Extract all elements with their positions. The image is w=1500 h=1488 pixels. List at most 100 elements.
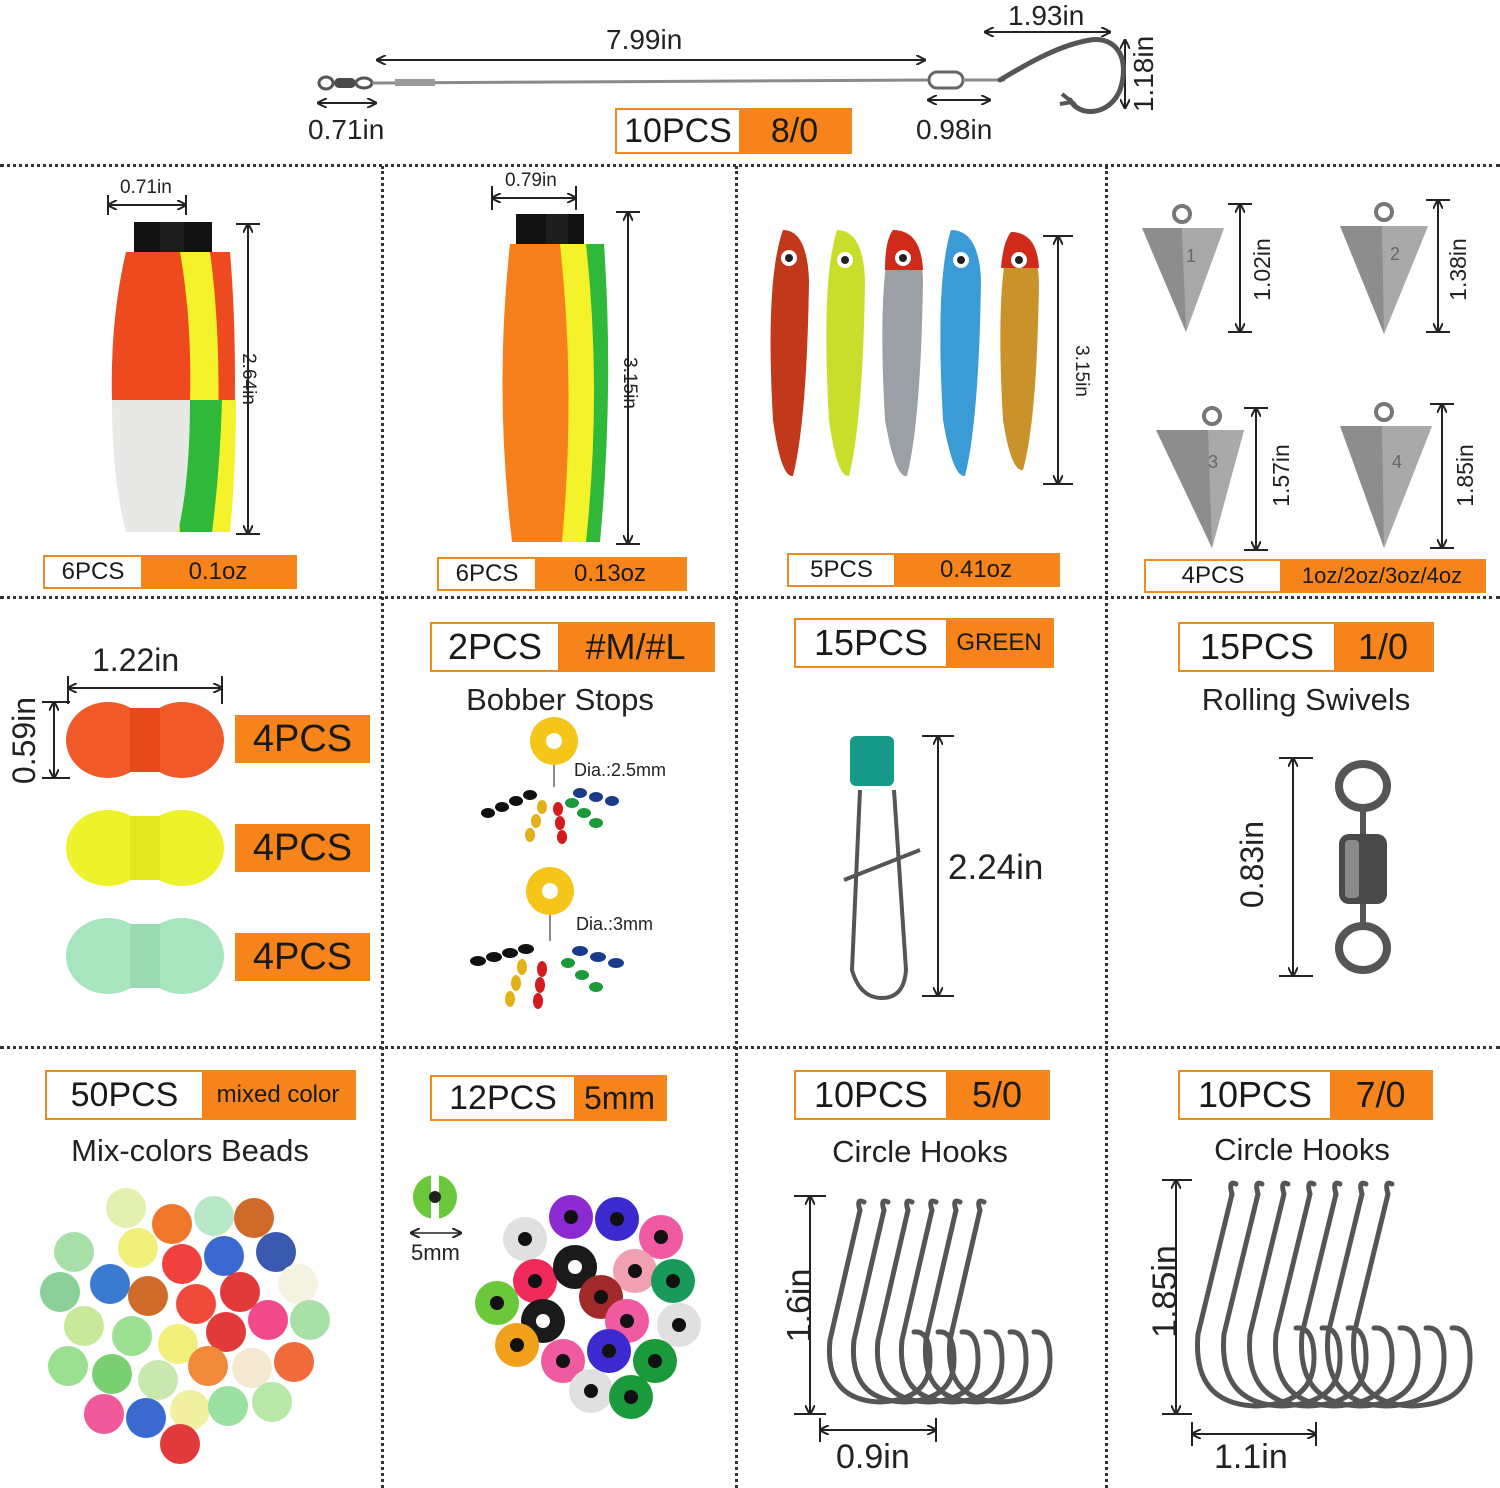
swivels-badge: 15PCS 1/0 <box>1178 622 1434 672</box>
peg-floats-height-label: 0.59in <box>6 696 43 785</box>
divider-col-1 <box>381 166 384 1488</box>
hooks-small-illustration <box>794 1195 1053 1442</box>
hooks-small-height-label: 1.6in <box>780 1268 819 1343</box>
hooks-large-badge: 10PCS 7/0 <box>1178 1070 1433 1120</box>
eye-beads-illustration <box>405 1175 701 1419</box>
lures-illustration <box>770 230 1073 485</box>
floats-a-illustration <box>107 195 260 535</box>
divider-row-1 <box>0 164 1500 167</box>
leader-badge: 10PCS 8/0 <box>615 108 852 154</box>
hooks-large-illustration <box>1162 1179 1473 1446</box>
leader-badge-spec: 8/0 <box>739 110 850 152</box>
lures-badge-spec: 0.41oz <box>894 555 1058 585</box>
leader-hook-height-label: 1.18in <box>1128 35 1160 113</box>
sinker-1 <box>1142 203 1252 333</box>
bobber-stop-dia-1: Dia.:2.5mm <box>574 760 667 780</box>
hooks-small-width-label: 0.9in <box>836 1438 910 1476</box>
sinker-4 <box>1340 402 1454 549</box>
sinker-2-number: 2 <box>1390 244 1401 264</box>
sinkers-badge-qty: 4PCS <box>1146 561 1280 591</box>
peg-floats-width-label: 1.22in <box>92 642 180 678</box>
leader-sleeve-label: 0.98in <box>916 114 993 145</box>
mixed-bead-pile <box>40 1188 330 1464</box>
bobber-stop-dia-2: Dia.:3mm <box>576 914 654 934</box>
bobber-stops-badge-qty: 2PCS <box>432 624 558 670</box>
peg-floats-illustration <box>42 676 224 994</box>
floats-b-illustration <box>491 186 640 545</box>
lure-silver <box>882 230 923 477</box>
bobber-stops-badge-spec: #M/#L <box>558 624 713 670</box>
hooks-large-badge-qty: 10PCS <box>1180 1072 1330 1118</box>
leader-swivel-label: 0.71in <box>308 114 385 145</box>
peg-float-green <box>66 918 224 994</box>
floats-b-height-label: 3.15in <box>618 357 640 409</box>
bobber-stops-title: Bobber Stops <box>466 682 654 717</box>
floats-b-badge-spec: 0.13oz <box>535 559 685 589</box>
bobber-stops-illustration <box>470 717 624 1009</box>
snaps-badge: 15PCS GREEN <box>794 618 1054 668</box>
hooks-small-badge: 10PCS 5/0 <box>794 1070 1050 1120</box>
sinker-2-size: 1.38in <box>1444 238 1471 301</box>
sinkers-illustration <box>1142 199 1454 551</box>
peg-float-count-3: 4PCS <box>235 933 370 981</box>
hooks-small-set <box>826 1198 1053 1405</box>
hooks-large-set <box>1194 1180 1473 1409</box>
sinker-1-number: 1 <box>1186 246 1197 266</box>
bobber-stops-badge: 2PCS #M/#L <box>430 622 715 672</box>
sinker-3 <box>1156 406 1268 551</box>
floats-a-height-label: 2.64in <box>237 353 259 405</box>
eye-beads-badge-qty: 12PCS <box>432 1077 574 1119</box>
peg-float-count-2: 4PCS <box>235 824 370 872</box>
divider-row-2 <box>0 596 1500 599</box>
sinker-3-size: 1.57in <box>1267 444 1294 507</box>
hooks-large-title: Circle Hooks <box>1214 1132 1390 1167</box>
lure-blue <box>940 230 981 477</box>
mixed-beads-title: Mix-colors Beads <box>71 1133 309 1168</box>
hooks-large-width-label: 1.1in <box>1214 1438 1288 1476</box>
sinker-3-number: 3 <box>1208 452 1219 472</box>
leader-badge-qty: 10PCS <box>617 110 739 152</box>
floats-a-width-label: 0.71in <box>120 177 172 198</box>
snaps-badge-spec: GREEN <box>946 620 1052 666</box>
leader-illustration <box>0 0 1500 114</box>
sinker-1-size: 1.02in <box>1248 238 1275 301</box>
sinker-2 <box>1340 199 1450 334</box>
divider-row-3 <box>0 1046 1500 1049</box>
peg-float-count-1: 4PCS <box>235 715 370 763</box>
lures-height-label: 3.15in <box>1070 345 1092 397</box>
eye-beads-badge-spec: 5mm <box>574 1077 665 1119</box>
swivels-title: Rolling Swivels <box>1201 682 1411 717</box>
bobber-stop-set-1 <box>481 717 619 844</box>
leader-hook-width-label: 1.93in <box>1008 0 1085 31</box>
snaps-height-label: 2.24in <box>948 848 1044 887</box>
floats-b-badge-qty: 6PCS <box>439 559 535 589</box>
eye-beads-size-label: 5mm <box>411 1240 460 1265</box>
swivel-illustration <box>1279 757 1391 977</box>
mixed-beads-badge-qty: 50PCS <box>47 1072 202 1118</box>
swivels-height-label: 0.83in <box>1234 820 1271 909</box>
hooks-small-badge-qty: 10PCS <box>796 1072 946 1118</box>
peg-float-orange <box>66 702 224 778</box>
divider-col-2 <box>735 166 738 1488</box>
hooks-small-title: Circle Hooks <box>832 1134 1008 1169</box>
swivels-badge-qty: 15PCS <box>1180 624 1334 670</box>
eye-bead-sample <box>411 1175 461 1233</box>
hooks-large-badge-spec: 7/0 <box>1330 1072 1431 1118</box>
sinkers-badge-spec: 1oz/2oz/3oz/4oz <box>1280 561 1484 591</box>
leader-length-label: 7.99in <box>606 24 683 55</box>
eye-beads-badge: 12PCS 5mm <box>430 1075 667 1121</box>
mixed-beads-badge-spec: mixed color <box>202 1072 354 1118</box>
bobber-stop-set-2 <box>470 867 624 1009</box>
lure-yellow <box>826 230 865 477</box>
mixed-beads-illustration <box>40 1188 330 1464</box>
sinker-4-size: 1.85in <box>1451 444 1478 507</box>
peg-float-yellow <box>66 810 224 886</box>
hooks-large-height-label: 1.85in <box>1145 1245 1184 1338</box>
mixed-beads-badge: 50PCS mixed color <box>45 1070 356 1120</box>
snap-illustration <box>843 735 954 1001</box>
floats-a-badge: 6PCS 0.1oz <box>43 555 297 589</box>
snaps-badge-qty: 15PCS <box>796 620 946 666</box>
lures-badge-qty: 5PCS <box>789 555 894 585</box>
lure-red <box>770 230 809 477</box>
